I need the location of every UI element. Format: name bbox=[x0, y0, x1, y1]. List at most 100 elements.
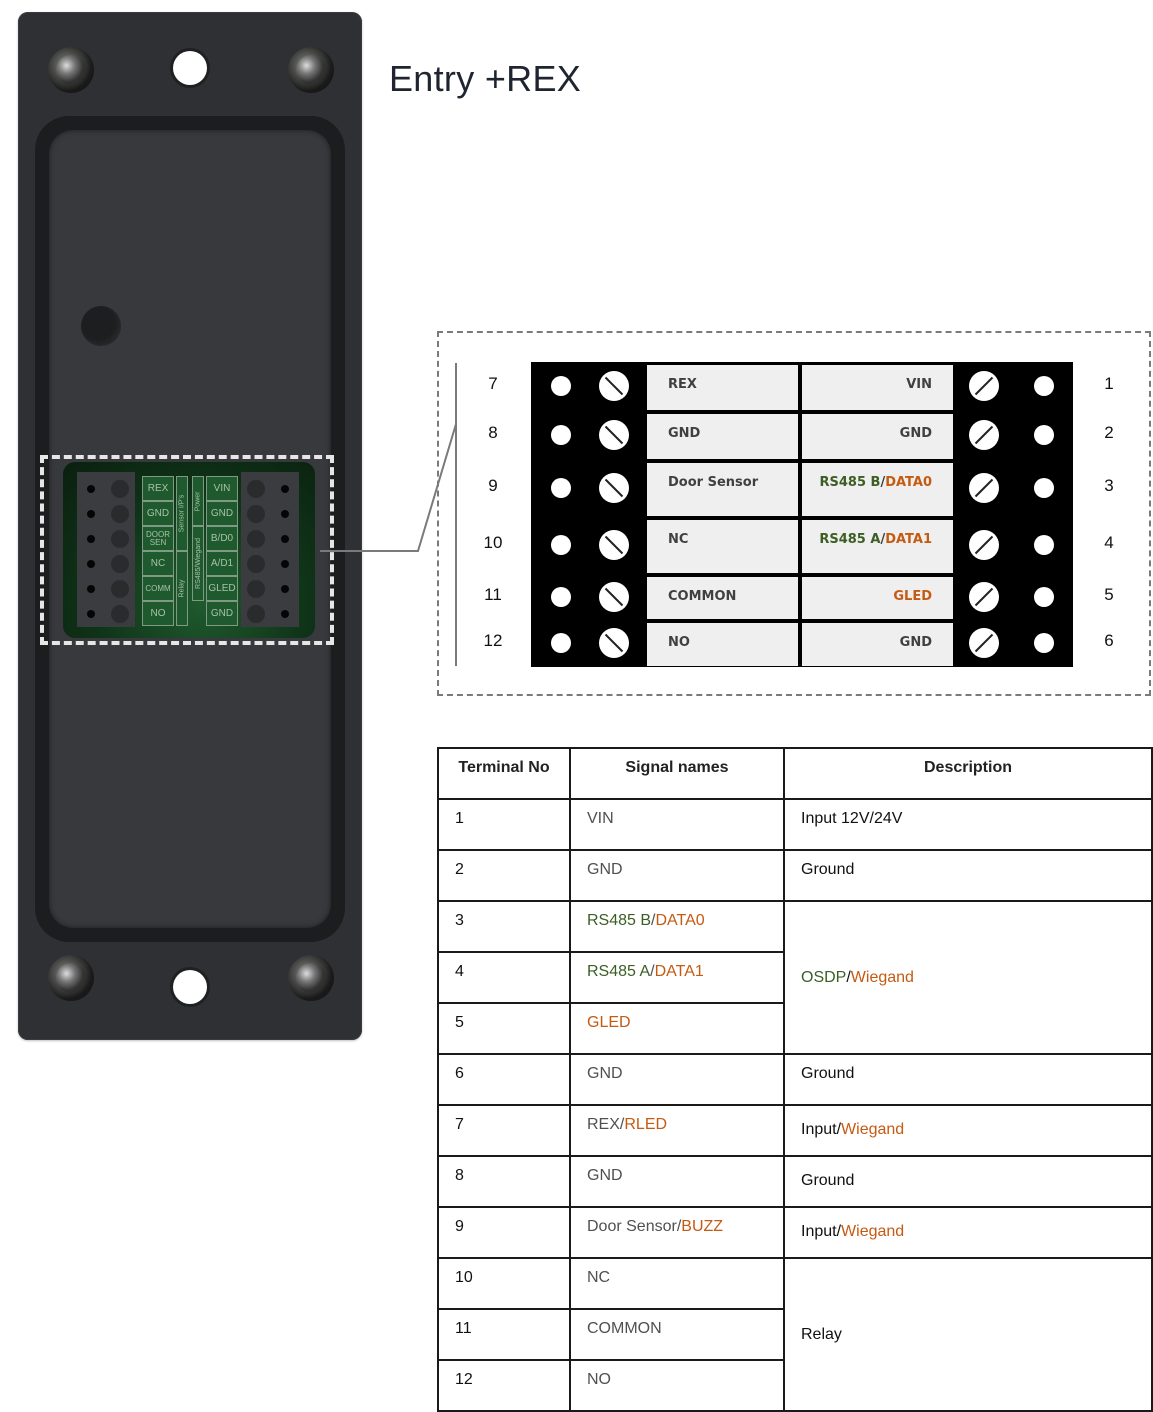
description-cell: Relay bbox=[783, 1257, 1153, 1412]
terminal-screw-icon bbox=[599, 628, 629, 658]
pcb-screw-icon bbox=[247, 505, 265, 523]
terminal-hole-icon bbox=[1034, 376, 1054, 396]
text-segment: DATA0 bbox=[655, 912, 705, 929]
terminal-label-left: REX bbox=[647, 365, 798, 410]
text-segment: / bbox=[836, 1223, 842, 1240]
pcb-label-b-d0: B/D0 bbox=[206, 526, 238, 551]
terminal-hole-icon bbox=[551, 478, 571, 498]
description-cell: Input 12V/24V bbox=[783, 798, 1153, 851]
text-segment: / bbox=[619, 1116, 625, 1133]
pcb-wire-hole-icon bbox=[281, 535, 289, 543]
signal-name-cell: GND bbox=[569, 849, 785, 902]
signal-name-cell: GND bbox=[569, 1053, 785, 1106]
pcb-screw-icon bbox=[247, 555, 265, 573]
terminal-screw-icon bbox=[969, 371, 999, 401]
description-cell: Input/Wiegand bbox=[783, 1104, 1153, 1157]
text-segment: / bbox=[651, 912, 656, 929]
terminal-hole-icon bbox=[1034, 586, 1054, 607]
page-title: Entry +REX bbox=[389, 58, 582, 99]
text-segment: VIN bbox=[906, 377, 932, 392]
terminal-screw-icon bbox=[599, 420, 629, 450]
screw-top-right-icon bbox=[288, 47, 334, 93]
text-segment: REX bbox=[587, 1116, 620, 1133]
terminal-screw-icon bbox=[969, 581, 999, 612]
terminal-hole-icon bbox=[1034, 633, 1054, 653]
terminal-number-cell: 6 bbox=[437, 1053, 571, 1106]
text-segment: NO bbox=[587, 1371, 611, 1388]
text-segment: GND bbox=[899, 426, 932, 441]
screw-bottom-left-icon bbox=[48, 955, 94, 1001]
terminal-screw-icon bbox=[599, 371, 629, 401]
text-segment: Ground bbox=[801, 1172, 855, 1189]
text-segment: Wiegand bbox=[841, 1223, 905, 1240]
pcb-group-rs485: RS485/Wiegand bbox=[192, 526, 204, 601]
terminal-number-cell: 1 bbox=[437, 798, 571, 851]
text-segment: Input 12V/24V bbox=[801, 810, 903, 827]
pcb-wire-hole-icon bbox=[87, 510, 95, 518]
text-segment: NO bbox=[668, 635, 690, 650]
text-segment: VIN bbox=[587, 810, 614, 827]
text-segment: RS485 A bbox=[587, 963, 651, 980]
terminal-screw-icon bbox=[969, 628, 999, 658]
board-highlight-frame bbox=[40, 455, 334, 645]
text-segment: DATA0 bbox=[885, 475, 932, 490]
signal-name-cell: REX/RLED bbox=[569, 1104, 785, 1157]
pcb-wire-hole-icon bbox=[87, 535, 95, 543]
table-header-row: Terminal No Signal names Description bbox=[437, 747, 1153, 800]
text-segment: GND bbox=[587, 861, 623, 878]
pcb-label-gnd-right-bottom: GND bbox=[206, 601, 238, 626]
pin-number-right: 4 bbox=[1104, 533, 1114, 552]
text-segment: Ground bbox=[801, 861, 855, 878]
terminal-hole-icon bbox=[551, 425, 571, 445]
text-segment: Input bbox=[801, 1223, 837, 1240]
pcb-label-rex: REX bbox=[142, 476, 174, 501]
pcb-label-comm: COMM bbox=[142, 576, 174, 601]
callout-bracket bbox=[455, 363, 457, 666]
callout-frame bbox=[437, 331, 1151, 696]
pcb-screw-icon bbox=[111, 555, 129, 573]
mount-hole-top-icon bbox=[173, 51, 207, 85]
signal-name-cell: VIN bbox=[569, 798, 785, 851]
text-segment: RLED bbox=[624, 1116, 668, 1133]
terminal-label-right: RS485 A/DATA1 bbox=[802, 520, 953, 573]
text-segment: GND bbox=[587, 1065, 623, 1082]
terminal-label-right: GND bbox=[802, 623, 953, 666]
header-description: Description bbox=[783, 747, 1153, 800]
signal-name-cell: NO bbox=[569, 1359, 785, 1412]
terminal-number-cell: 11 bbox=[437, 1308, 571, 1361]
text-segment: GND bbox=[587, 1167, 623, 1184]
terminal-strip-left bbox=[77, 472, 135, 627]
pcb-label-door-sen: DOOR SEN bbox=[142, 526, 174, 551]
text-segment: / bbox=[846, 968, 851, 986]
pcb-screw-icon bbox=[111, 480, 129, 498]
pcb-label-gnd-right-top: GND bbox=[206, 501, 238, 526]
text-segment: RS485 B bbox=[819, 475, 881, 490]
terminal-label-right: RS485 B/DATA0 bbox=[802, 463, 953, 516]
pcb-screw-icon bbox=[247, 530, 265, 548]
signal-name-cell: GND bbox=[569, 1155, 785, 1208]
pin-number-right: 5 bbox=[1104, 584, 1114, 604]
terminal-hole-icon bbox=[1034, 425, 1054, 445]
pin-number-left: 7 bbox=[488, 374, 498, 393]
terminal-screw-icon bbox=[969, 420, 999, 450]
screw-bottom-right-icon bbox=[288, 955, 334, 1001]
pcb-screw-icon bbox=[247, 480, 265, 498]
pin-number-right: 2 bbox=[1104, 423, 1114, 442]
pcb-label-gled: GLED bbox=[206, 576, 238, 601]
terminal-number-cell: 7 bbox=[437, 1104, 571, 1157]
pcb-label-vin: VIN bbox=[206, 476, 238, 501]
pcb-group-sensor: Sensor I/P's bbox=[176, 476, 188, 551]
pin-table: Terminal No Signal names Description 1 VI… bbox=[437, 747, 1153, 1412]
pcb-group-relay: Relay bbox=[176, 551, 188, 626]
sensor-icon bbox=[81, 306, 121, 346]
text-segment: GND bbox=[668, 426, 701, 441]
text-segment: / bbox=[676, 1218, 682, 1235]
pcb-wire-hole-icon bbox=[87, 585, 95, 593]
text-segment: Door Sensor bbox=[668, 475, 759, 490]
text-segment: NC bbox=[587, 1269, 611, 1286]
